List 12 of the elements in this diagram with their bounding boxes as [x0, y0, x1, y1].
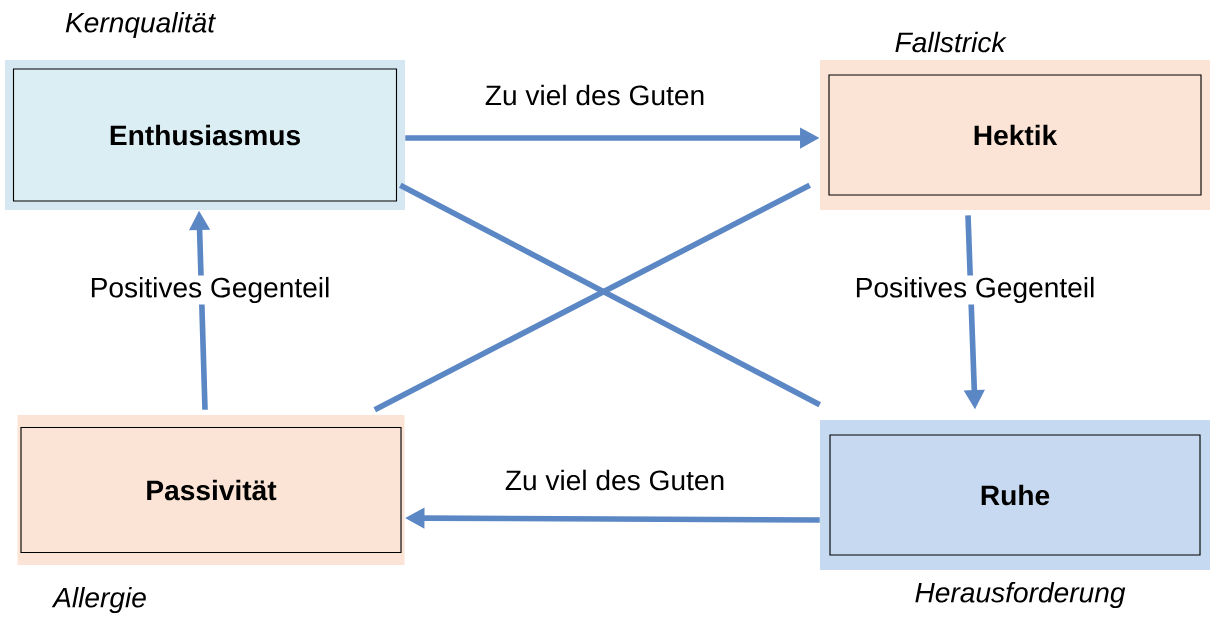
edge-label: Zu viel des Guten [483, 83, 707, 107]
edge-label: Zu viel des Guten [503, 468, 727, 492]
edge-label: Positives Gegenteil [88, 275, 332, 305]
concept-box: Enthusiasmus [5, 60, 405, 210]
edge-label: Positives Gegenteil [853, 275, 1097, 305]
role-label: Herausforderung [915, 581, 1126, 609]
concept-box: Ruhe [820, 420, 1210, 570]
concept-box: Hektik [820, 60, 1210, 210]
concept-box: Passivität [17, 415, 405, 565]
role-label: Kernqualität [65, 11, 216, 39]
role-label: Fallstrick [895, 31, 1007, 53]
role-label: Allergie [51, 586, 146, 614]
